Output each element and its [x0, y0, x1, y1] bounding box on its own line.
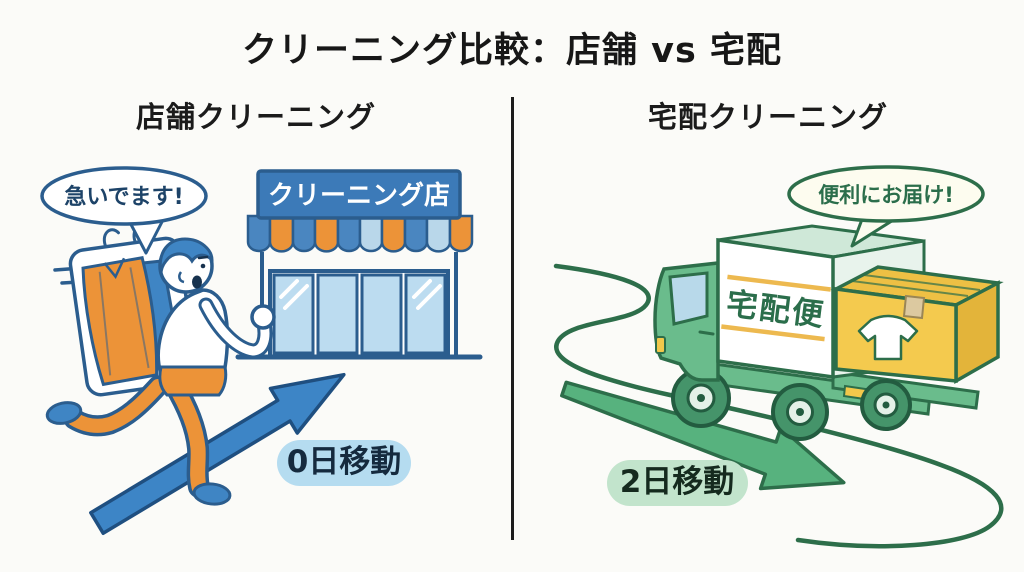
- left-travel-badge-text: 0日移動: [287, 444, 402, 480]
- store-awning: [246, 214, 474, 253]
- window-shine: [279, 279, 442, 310]
- truck-marker-light: [655, 336, 666, 354]
- left-travel-badge: 0日移動: [277, 440, 411, 486]
- left-panel-heading: 店舗クリーニング: [135, 100, 376, 134]
- front-shoe: [192, 482, 232, 506]
- two-day-arrow: [560, 380, 846, 491]
- running-person-illustration: [45, 224, 276, 506]
- person-mouth: [192, 275, 202, 289]
- truck-windshield: [668, 271, 709, 326]
- person-hair: [158, 237, 214, 275]
- right-travel-badge: 2日移動: [607, 460, 748, 506]
- truck-wheel-rear2: [860, 379, 912, 431]
- page-title: クリーニング比較：店舗 vs 宅配: [241, 31, 783, 71]
- right-speech-bubble: 便利にお届け!: [787, 165, 985, 248]
- person-fist: [250, 304, 276, 330]
- box-tape-tab: [902, 294, 926, 320]
- right-travel-badge-text: 2日移動: [620, 464, 735, 500]
- delivery-truck-illustration: 宅配便: [653, 224, 1004, 441]
- right-speech-text: 便利にお届け!: [818, 183, 954, 207]
- panel-divider: [511, 97, 514, 540]
- cardboard-box: [830, 265, 1004, 385]
- zero-day-arrow: [89, 372, 346, 536]
- left-speech-bubble: 急いでます!: [40, 166, 208, 255]
- cleaning-store-illustration: クリーニング店: [235, 169, 483, 360]
- cargo-side-panel: [716, 237, 835, 380]
- store-sign-text: クリーニング店: [268, 181, 450, 211]
- right-panel-heading: 宅配クリーニング: [647, 100, 888, 134]
- store-sign-board: [256, 169, 462, 220]
- left-speech-text: 急いでます!: [64, 184, 183, 210]
- truck-wheel-rear1: [771, 383, 829, 441]
- t-shirt-icon: [857, 314, 919, 361]
- person-shorts: [158, 365, 228, 397]
- rear-shoe: [45, 401, 83, 425]
